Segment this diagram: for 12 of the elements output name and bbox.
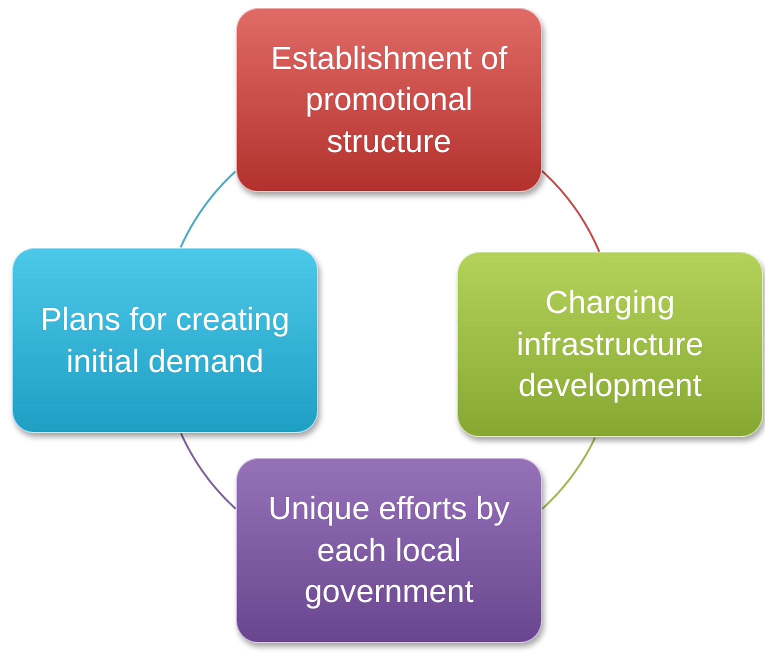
process-box (236, 458, 542, 643)
connector-arc (180, 432, 236, 510)
process-box (457, 252, 763, 437)
box-text: Unique efforts by each local government (267, 489, 511, 612)
connector-arc (541, 170, 600, 252)
box-text: Plans for creating initial demand (39, 300, 290, 380)
box-text: Establishment of promotional structure (270, 38, 508, 161)
process-box (236, 8, 542, 192)
connector-arc (541, 437, 596, 510)
box-text: Charging infrastructure development (516, 283, 704, 406)
connector-arc (180, 170, 236, 248)
process-box (12, 248, 318, 433)
